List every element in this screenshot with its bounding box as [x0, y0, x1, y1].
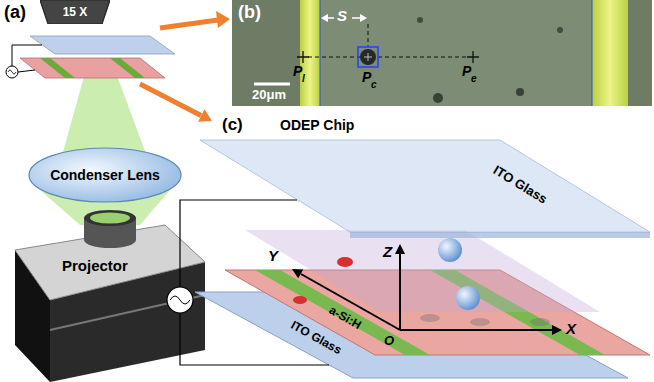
illustration-shape — [321, 14, 328, 22]
illustration-shape — [297, 51, 479, 63]
illustration-shape — [110, 58, 145, 78]
axis-label: X — [566, 321, 576, 338]
illustration-shape — [160, 20, 218, 28]
illustration-shape — [395, 244, 405, 254]
illustration-shape — [18, 70, 35, 72]
projector — [15, 210, 205, 382]
illustration-shape — [216, 11, 230, 28]
node-shape — [29, 148, 181, 202]
odep-chip — [167, 140, 650, 378]
illustration-shape — [592, 0, 593, 106]
illustration-shape — [352, 17, 361, 19]
micrograph — [232, 0, 652, 106]
illustration-shape — [84, 232, 136, 248]
part-label: ODEP Chip — [280, 118, 354, 133]
point-label: P — [293, 64, 302, 79]
illustration-shape — [364, 53, 372, 61]
illustration-shape — [20, 58, 165, 78]
illustration-shape — [292, 269, 303, 278]
point-label: P — [362, 70, 371, 85]
panel-letter: (b) — [238, 3, 261, 23]
axis-label: Z — [383, 244, 392, 261]
illustration-shape — [232, 0, 652, 106]
illustration-shape — [399, 252, 401, 330]
illustration-shape — [433, 93, 443, 103]
node-text: Condenser Lens — [50, 167, 160, 183]
illustration-shape — [358, 47, 378, 67]
illustration-shape — [6, 66, 18, 78]
illustration-shape — [245, 230, 600, 312]
illustration-shape — [400, 329, 555, 331]
illustration-shape — [368, 24, 369, 46]
illustration-shape — [180, 200, 297, 287]
illustration-shape — [198, 109, 212, 121]
scale-label: 20μm — [252, 88, 286, 102]
part-label: Projector — [62, 258, 128, 275]
illustration-shape — [530, 318, 550, 326]
illustration-shape — [552, 325, 562, 335]
node-shape — [40, 0, 110, 24]
illustration-shape — [140, 84, 201, 116]
setup-illustration — [6, 11, 230, 225]
axis-label: O — [384, 334, 394, 348]
illustration-shape — [90, 213, 130, 224]
point-label: P — [462, 64, 471, 79]
illustration-shape — [320, 0, 592, 106]
illustration-shape — [327, 17, 334, 19]
illustration-shape — [360, 14, 367, 22]
illustration-shape — [417, 17, 423, 23]
panel-letter: (a) — [4, 3, 26, 23]
illustration-shape — [40, 58, 75, 78]
condenser-lens: Condenser Lens — [28, 147, 182, 203]
illustration-shape — [592, 0, 628, 106]
illustration-shape — [308, 57, 466, 58]
panel-letter: (c) — [222, 116, 243, 135]
illustration-shape — [470, 318, 490, 326]
illustration-shape — [30, 36, 175, 54]
illustration-shape — [84, 210, 136, 226]
illustration-shape — [254, 83, 290, 86]
illustration-shape — [420, 314, 440, 322]
illustration-shape — [167, 287, 193, 313]
illustration-shape — [438, 238, 462, 262]
axis-label: Y — [268, 248, 278, 265]
illustration-shape — [170, 296, 190, 304]
illustration-shape — [320, 0, 321, 106]
illustration-shape — [293, 296, 307, 304]
point-subscript: l — [302, 73, 305, 84]
illustration-shape — [12, 45, 42, 66]
objective-lens: 15 X — [40, 0, 110, 24]
dimension-label: S — [337, 8, 347, 25]
illustration-shape — [557, 27, 563, 33]
illustration-shape — [456, 286, 480, 310]
illustration-shape — [360, 49, 376, 65]
illustration-shape — [8, 70, 16, 74]
node-text: 15 X — [63, 5, 88, 19]
illustration-shape — [516, 88, 524, 96]
illustration-shape — [350, 232, 650, 238]
point-subscript: c — [371, 79, 377, 90]
point-subscript: e — [471, 73, 477, 84]
illustration-shape — [337, 257, 353, 267]
illustration-shape — [200, 140, 650, 232]
